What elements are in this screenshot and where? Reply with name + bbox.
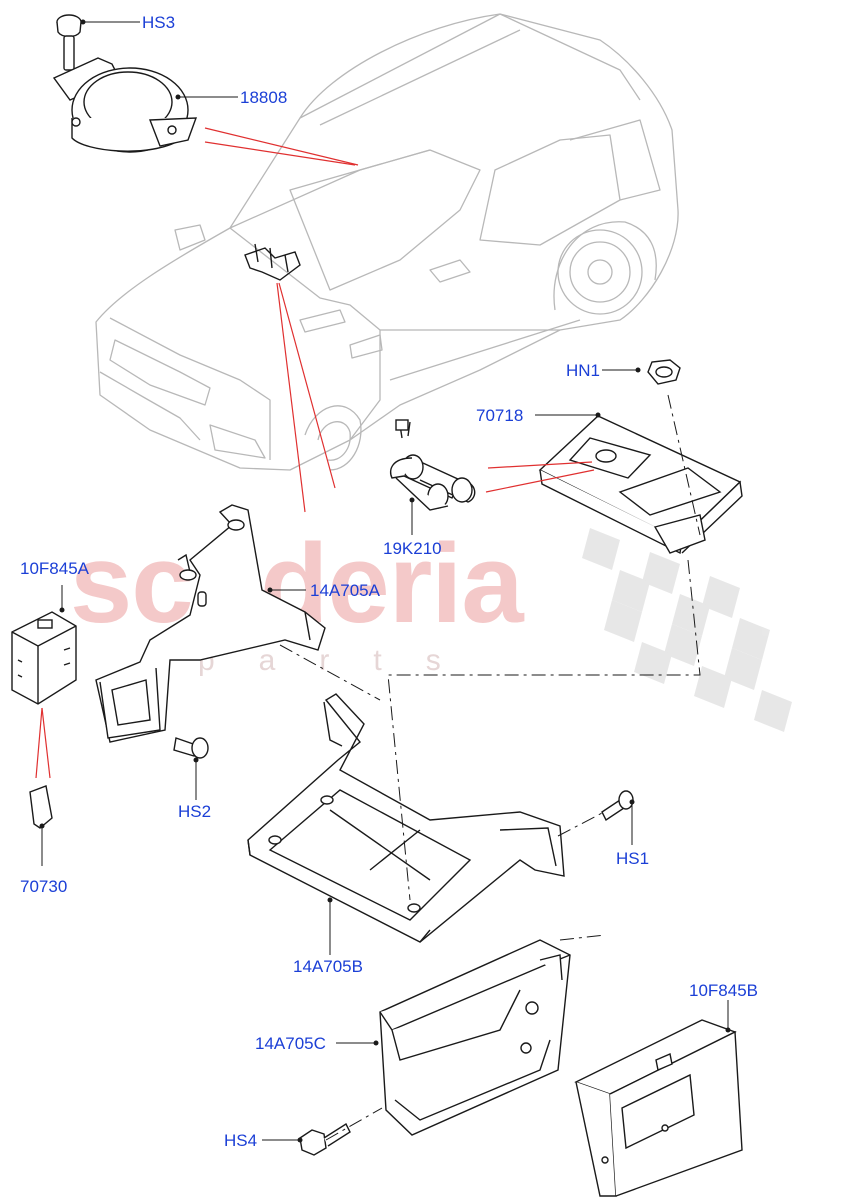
callout-hs3[interactable]: HS3 [142,13,176,32]
callout-19k210[interactable]: 19K210 [383,539,442,558]
vehicle-outline [95,13,679,471]
callout-14a705c[interactable]: 14A705C [255,1034,326,1053]
checkered-flag-watermark [582,528,792,732]
battery-pack [389,419,476,511]
windshield-bracket [244,243,301,281]
nut-hn1 [647,359,681,385]
callout-70718[interactable]: 70718 [476,406,524,425]
callout-14a705a[interactable]: 14A705A [310,581,380,600]
module-10f845b [574,1019,743,1197]
module-70718 [538,415,743,555]
bolt-hs3 [56,14,82,71]
callout-14a705b[interactable]: 14A705B [293,957,363,976]
module-10f845a [11,611,77,705]
tray-14a705b [247,693,565,943]
callout-10f845a[interactable]: 10F845A [20,559,89,578]
callout-10f845b[interactable]: 10F845B [689,981,758,1000]
assembly-dash-lines [279,394,701,1141]
speaker-unit [52,57,198,153]
pad-70730 [29,785,53,829]
screw-hs2 [173,737,209,759]
callout-70730[interactable]: 70730 [20,877,68,896]
bracket-14a705c [379,939,571,1136]
callout-hs2[interactable]: HS2 [178,802,212,821]
screw-hs1 [601,790,634,822]
callout-18808[interactable]: 18808 [240,88,288,107]
callout-hn1[interactable]: HN1 [566,361,601,380]
bracket-14a705a [95,504,326,743]
callout-hs4[interactable]: HS4 [224,1131,258,1150]
callout-dots [39,19,731,1143]
callout-leaders [41,21,729,1141]
bolt-hs4 [299,1122,351,1156]
red-leader-lines [35,127,595,779]
callout-hs1[interactable]: HS1 [616,849,650,868]
